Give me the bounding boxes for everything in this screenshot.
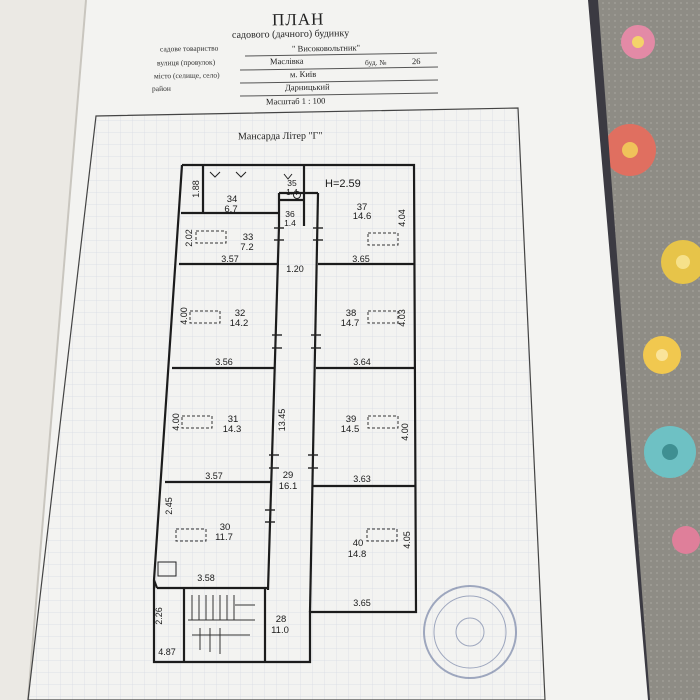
room-area: 14.8 — [348, 549, 367, 560]
room-number: 33 — [243, 232, 254, 243]
room-number: 28 — [276, 614, 287, 625]
dimension-label: 3.56 — [215, 357, 233, 367]
dimension-label: 2.02 — [184, 229, 194, 247]
room-number: 30 — [220, 522, 231, 533]
corridor-wall-left — [266, 225, 281, 591]
outer-wall — [152, 163, 418, 664]
corridor-wall-right — [308, 192, 320, 613]
room-number: 35 — [287, 178, 297, 188]
room-number: 37 — [357, 202, 368, 213]
flower-decoration — [604, 25, 700, 554]
room-area: 11.7 — [215, 532, 233, 543]
left-page — [0, 0, 86, 700]
room-number: 34 — [227, 194, 238, 205]
dimension-label: 1.88 — [191, 180, 201, 198]
dimension-label: 4.03 — [397, 309, 407, 327]
room-number: 31 — [228, 414, 239, 425]
dimension-label: 1.20 — [286, 264, 304, 274]
room-number: 29 — [283, 470, 294, 481]
dimension-label: 2.26 — [154, 607, 164, 625]
sanitary-fixtures — [157, 171, 301, 577]
room-area: 14.3 — [223, 424, 242, 435]
room-area: 14.2 — [230, 318, 249, 329]
room-number: 36 — [285, 209, 295, 219]
dimension-label: 4.00 — [400, 423, 410, 441]
dimension-label: 13.45 — [277, 409, 287, 432]
room-area: 7.2 — [240, 242, 253, 253]
staircase — [188, 595, 255, 654]
room-number: 40 — [353, 538, 364, 549]
room-area: 1.4 — [284, 218, 296, 228]
dimension-label: 2.45 — [164, 497, 174, 515]
dimension-label: 3.57 — [205, 471, 223, 481]
room-area: 14.6 — [353, 211, 372, 222]
room-area: 14.7 — [341, 318, 360, 329]
room-number: 38 — [346, 308, 357, 319]
room-area: 1.4 — [286, 187, 298, 197]
room-area: 11.0 — [271, 625, 289, 636]
dimension-label: 3.64 — [353, 357, 371, 367]
room-number: 39 — [346, 414, 357, 425]
room-area: 16.1 — [279, 481, 298, 492]
dimension-label: 4.00 — [179, 307, 189, 325]
dimension-label: 3.65 — [353, 598, 371, 608]
room-area: 14.5 — [341, 424, 360, 435]
dimension-label: 4.04 — [397, 209, 407, 227]
dimension-label: 3.65 — [352, 254, 370, 264]
door-ticks — [265, 227, 323, 523]
dimension-label: 4.87 — [158, 647, 176, 657]
dimension-label: 4.00 — [171, 413, 181, 431]
window-markers — [175, 230, 399, 542]
dimension-label: 3.63 — [353, 474, 371, 484]
dimension-label: 3.57 — [221, 254, 239, 264]
dimension-label: 4.05 — [402, 531, 412, 549]
room-area: 6.7 — [224, 204, 237, 215]
dimension-label: 3.58 — [197, 573, 215, 583]
ceiling-height: H=2.59 — [325, 178, 361, 190]
room-number: 32 — [235, 308, 246, 319]
official-stamp — [423, 585, 517, 679]
